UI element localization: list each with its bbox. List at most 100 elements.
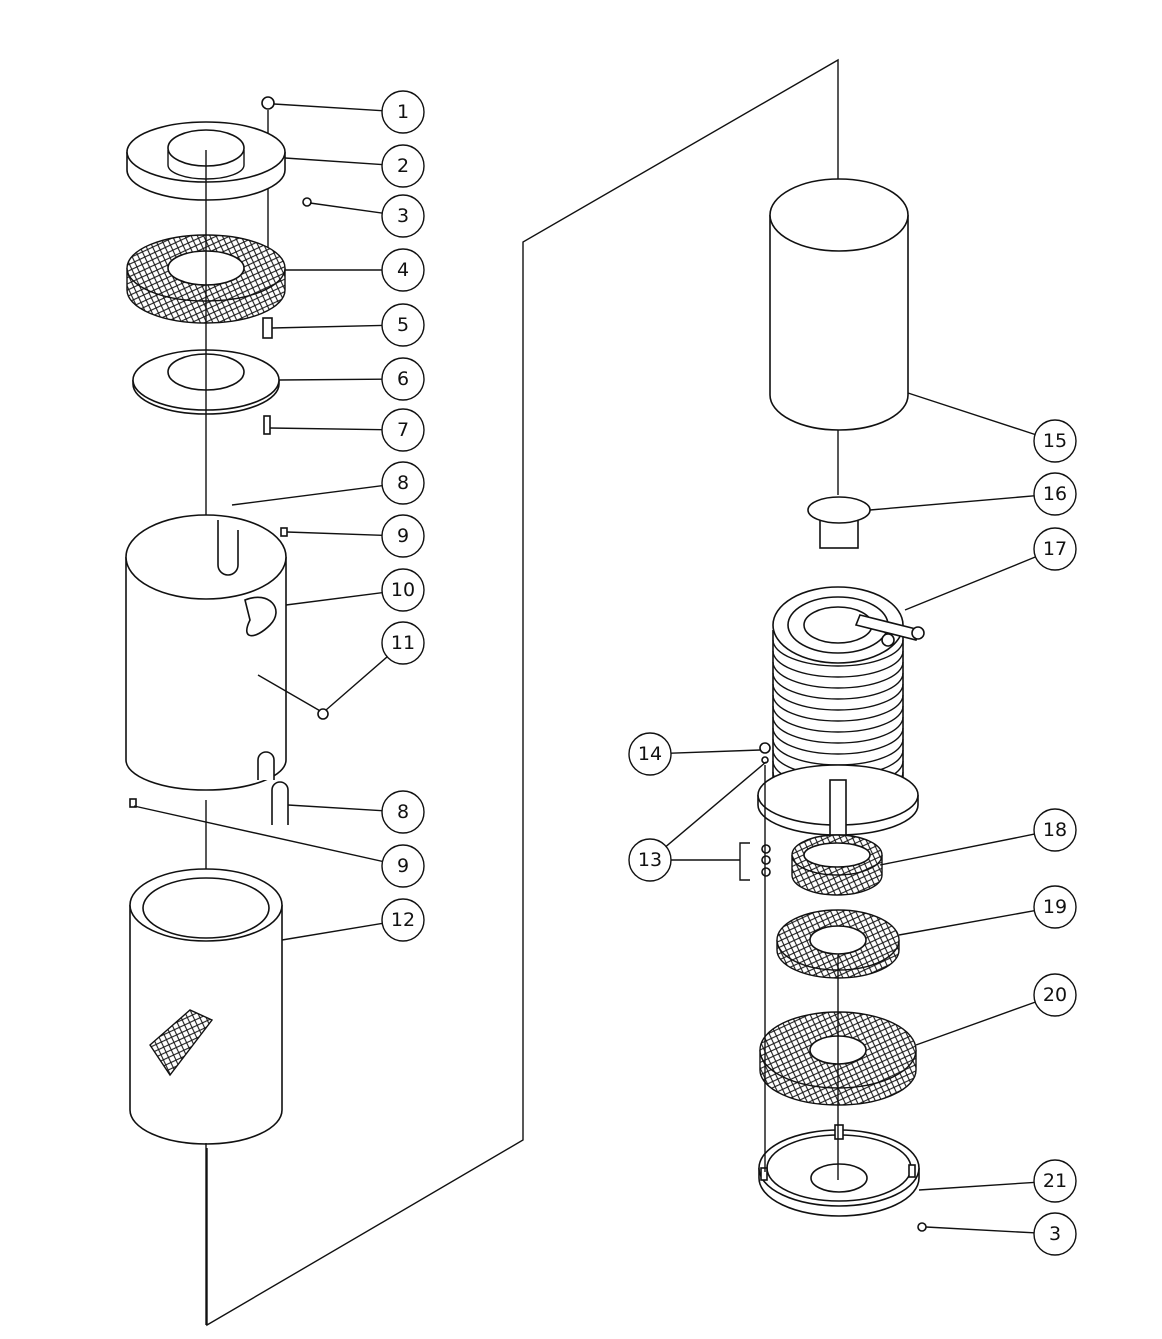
part-nut-14 bbox=[759, 742, 771, 764]
callout-label: 7 bbox=[397, 419, 409, 441]
callout-2: 2 bbox=[284, 144, 425, 188]
callout-20: 20 bbox=[915, 973, 1077, 1046]
leader-line bbox=[231, 484, 383, 506]
leader-line bbox=[907, 392, 1036, 436]
leader-line bbox=[285, 591, 383, 606]
callout-circle bbox=[381, 144, 425, 188]
callout-circle bbox=[1033, 472, 1077, 516]
callout-6: 6 bbox=[278, 357, 425, 401]
callout-label: 16 bbox=[1043, 483, 1067, 505]
callout-label: 9 bbox=[397, 525, 409, 547]
coil-turn bbox=[772, 716, 904, 744]
callout-label: 17 bbox=[1043, 538, 1067, 560]
callout-5: 5 bbox=[271, 303, 425, 347]
part-clip-8-lower bbox=[271, 781, 289, 825]
callout-circle bbox=[1033, 527, 1077, 571]
part-spacer bbox=[262, 317, 273, 339]
leader-line bbox=[898, 910, 1035, 936]
callout-label: 6 bbox=[397, 368, 409, 390]
coil-turn bbox=[772, 639, 904, 667]
coil-turn bbox=[772, 694, 904, 722]
panel-outline bbox=[206, 58, 839, 1327]
callout-label: 19 bbox=[1043, 896, 1067, 918]
callout-circle bbox=[381, 90, 425, 134]
part-screw-3-lower bbox=[917, 1222, 927, 1232]
callout-label: 11 bbox=[391, 632, 415, 654]
callout-3: 3 bbox=[925, 1212, 1077, 1256]
callout-3: 3 bbox=[309, 194, 425, 238]
callout-label: 20 bbox=[1043, 984, 1067, 1006]
part-insulation-sleeve-18 bbox=[791, 834, 883, 896]
callout-12: 12 bbox=[281, 898, 425, 942]
callout-circle bbox=[1033, 808, 1077, 852]
callout-9: 9 bbox=[286, 514, 425, 558]
callout-label: 5 bbox=[397, 314, 409, 336]
callout-7: 7 bbox=[269, 408, 425, 452]
leader-line bbox=[904, 556, 1036, 611]
leader-line bbox=[925, 1226, 1035, 1234]
callout-circle bbox=[628, 732, 672, 776]
callout-label: 1 bbox=[397, 101, 409, 123]
callout-circle bbox=[381, 898, 425, 942]
callout-circle bbox=[1033, 1159, 1077, 1203]
part-cap-16 bbox=[807, 496, 871, 549]
coil-turn bbox=[772, 672, 904, 700]
callout-circle bbox=[381, 357, 425, 401]
callout-8: 8 bbox=[231, 461, 425, 506]
callout-4: 4 bbox=[285, 248, 425, 292]
part-inner-liner bbox=[129, 868, 283, 1145]
part-base-21 bbox=[758, 1124, 920, 1217]
callout-label: 14 bbox=[638, 743, 662, 765]
callout-label: 3 bbox=[397, 205, 409, 227]
part-screw-11 bbox=[257, 674, 329, 720]
part-outer-shell bbox=[125, 514, 288, 791]
callout-circle bbox=[381, 408, 425, 452]
callout-label: 18 bbox=[1043, 819, 1067, 841]
callout-circle bbox=[381, 844, 425, 888]
leader-line bbox=[281, 922, 383, 941]
leader-line bbox=[273, 103, 383, 112]
callout-label: 8 bbox=[397, 472, 409, 494]
callout-14: 14 bbox=[628, 732, 761, 776]
callout-label: 10 bbox=[391, 579, 415, 601]
leader-line bbox=[670, 749, 761, 754]
coil-turn bbox=[772, 705, 904, 733]
callout-10: 10 bbox=[285, 568, 425, 612]
coil-turn bbox=[772, 727, 904, 755]
callout-11: 11 bbox=[325, 621, 425, 711]
part-screw bbox=[302, 197, 312, 207]
callout-label: 4 bbox=[397, 259, 409, 281]
coil-turn bbox=[772, 650, 904, 678]
part-heat-coil bbox=[757, 586, 925, 836]
leader-line bbox=[271, 324, 383, 329]
part-bolt bbox=[263, 415, 271, 435]
callout-19: 19 bbox=[898, 885, 1077, 936]
leader-line bbox=[325, 656, 388, 711]
callout-circle bbox=[381, 514, 425, 558]
callout-label: 9 bbox=[397, 855, 409, 877]
part-clip-9-lower bbox=[129, 798, 137, 808]
callout-circle bbox=[381, 790, 425, 834]
callout-circle bbox=[1033, 1212, 1077, 1256]
leader-line bbox=[269, 427, 383, 431]
leader-line bbox=[133, 805, 383, 863]
leader-line bbox=[284, 157, 383, 166]
leader-line bbox=[918, 1181, 1035, 1191]
callout-9: 9 bbox=[133, 805, 425, 888]
leader-line bbox=[286, 531, 383, 536]
callout-label: 8 bbox=[397, 801, 409, 823]
leader-line bbox=[309, 202, 383, 214]
coil-turn bbox=[772, 661, 904, 689]
callout-circle bbox=[1033, 973, 1077, 1017]
callout-18: 18 bbox=[879, 808, 1077, 866]
leader-line bbox=[915, 1001, 1036, 1046]
leader-line bbox=[879, 833, 1035, 866]
part-outer-cover bbox=[769, 178, 909, 431]
callout-label: 21 bbox=[1043, 1170, 1067, 1192]
part-washers-13 bbox=[739, 842, 771, 881]
callout-label: 3 bbox=[1049, 1223, 1061, 1245]
callout-circle bbox=[1033, 419, 1077, 463]
leader-line bbox=[278, 378, 383, 381]
callout-15: 15 bbox=[907, 392, 1077, 463]
